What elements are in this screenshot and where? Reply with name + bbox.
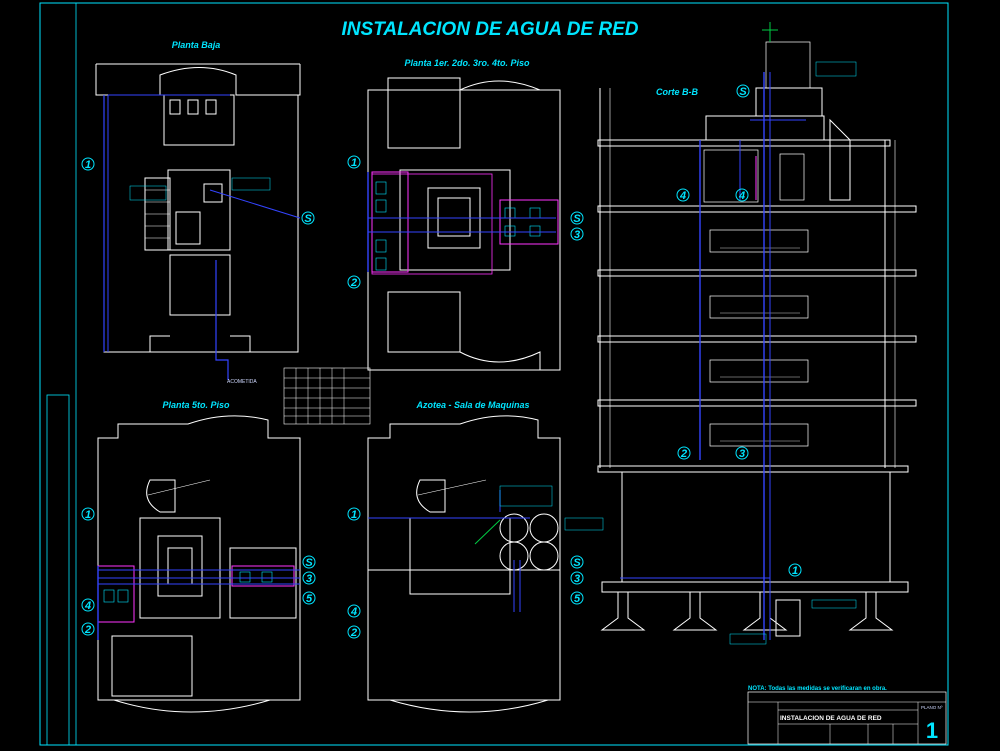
- marker-3: [302, 571, 316, 585]
- marker-3: [735, 446, 749, 460]
- view-planta-baja: Planta Baja ACOMETIDA: [95, 40, 301, 385]
- svg-text:S: S: [739, 86, 747, 98]
- svg-text:2: 2: [350, 277, 357, 289]
- fixture-schedule-table: [283, 367, 371, 425]
- reference-markers: 1 S 1 2 S 3 1 4 2 S 3 5 1 4 2 S 3 5: [81, 84, 802, 639]
- svg-text:4: 4: [679, 190, 686, 202]
- marker-2: [347, 625, 361, 639]
- binding-strip: [46, 394, 70, 746]
- view-title-azotea: Azotea - Sala de Maquinas: [415, 400, 529, 410]
- marker-s: [570, 211, 584, 225]
- svg-text:ACOMETIDA: ACOMETIDA: [227, 379, 257, 385]
- marker-3: [570, 227, 584, 241]
- marker-s: [570, 555, 584, 569]
- svg-text:2: 2: [350, 627, 357, 639]
- svg-text:1: 1: [351, 157, 357, 169]
- marker-4: [81, 598, 95, 612]
- marker-s: [301, 211, 315, 225]
- svg-text:4: 4: [738, 190, 745, 202]
- view-azotea: Azotea - Sala de Maquinas: [367, 400, 604, 713]
- svg-text:3: 3: [739, 448, 745, 460]
- svg-text:3: 3: [574, 229, 580, 241]
- marker-2: [677, 446, 691, 460]
- marker-5: [570, 591, 584, 605]
- marker-5: [302, 591, 316, 605]
- svg-text:S: S: [305, 557, 313, 569]
- svg-text:S: S: [573, 557, 581, 569]
- sheet-number: 1: [926, 718, 938, 743]
- svg-text:1: 1: [351, 509, 357, 521]
- svg-text:5: 5: [306, 593, 313, 605]
- svg-text:2: 2: [680, 448, 687, 460]
- svg-text:4: 4: [350, 606, 357, 618]
- svg-text:S: S: [304, 213, 312, 225]
- general-note: NOTA: Todas las medidas se verificaran e…: [748, 686, 887, 692]
- marker-4: [676, 188, 690, 202]
- marker-4: [347, 604, 361, 618]
- svg-text:1: 1: [85, 159, 91, 171]
- sheet-border: [39, 2, 949, 746]
- view-title-planta-5to: Planta 5to. Piso: [162, 400, 230, 410]
- view-title-planta-baja: Planta Baja: [172, 40, 221, 50]
- marker-3: [570, 571, 584, 585]
- title-block: INSTALACION DE AGUA DE RED PLANO Nº 1: [747, 691, 947, 745]
- view-planta-5to: Planta 5to. Piso: [97, 400, 301, 713]
- drawing-title: INSTALACION DE AGUA DE RED: [342, 19, 639, 40]
- view-corte-bb: Corte B-B: [597, 22, 917, 645]
- svg-text:3: 3: [574, 573, 580, 585]
- marker-2: [347, 275, 361, 289]
- svg-text:5: 5: [574, 593, 581, 605]
- marker-1: [81, 157, 95, 171]
- view-planta-tipo: Planta 1er. 2do. 3ro. 4to. Piso: [367, 58, 561, 371]
- svg-text:3: 3: [306, 573, 312, 585]
- svg-text:4: 4: [84, 600, 91, 612]
- svg-text:S: S: [573, 213, 581, 225]
- svg-text:1: 1: [85, 509, 91, 521]
- view-title-planta-tipo: Planta 1er. 2do. 3ro. 4to. Piso: [404, 58, 530, 68]
- marker-4: [735, 188, 749, 202]
- marker-1: [347, 155, 361, 169]
- marker-s: [736, 84, 750, 98]
- title-block-label: PLANO Nº: [921, 705, 943, 710]
- svg-text:1: 1: [792, 565, 798, 577]
- svg-text:2: 2: [84, 624, 91, 636]
- marker-1: [788, 563, 802, 577]
- marker-1: [81, 507, 95, 521]
- view-title-corte: Corte B-B: [656, 87, 698, 97]
- title-block-name: INSTALACION DE AGUA DE RED: [780, 715, 882, 722]
- marker-s: [302, 555, 316, 569]
- marker-1: [347, 507, 361, 521]
- marker-2: [81, 622, 95, 636]
